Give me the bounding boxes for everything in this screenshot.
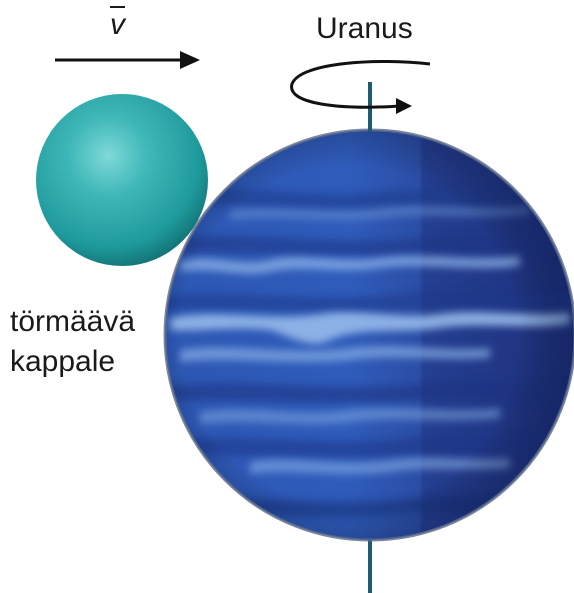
planet-label: Uranus [316,12,413,45]
impactor-sphere [36,94,208,266]
uranus-planet [163,128,574,542]
impactor-label: törmäävä kappale [10,302,135,382]
rotation-arrow [290,60,431,114]
impactor-label-line1: törmäävä [10,305,136,338]
impactor-label-line2: kappale [10,345,116,378]
velocity-label: v [110,8,125,41]
velocity-arrow [55,51,200,69]
